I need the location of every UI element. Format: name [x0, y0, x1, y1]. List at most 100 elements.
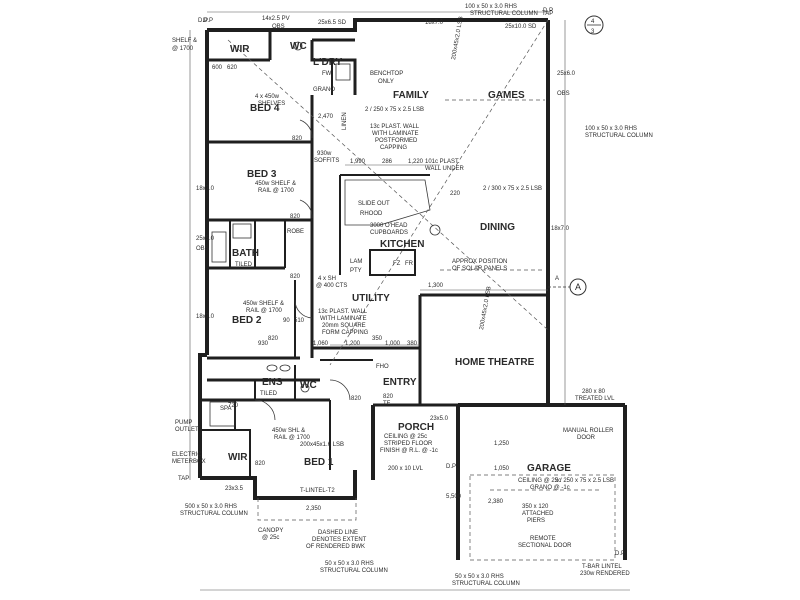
- fixtures: [209, 41, 441, 427]
- room-bed1: BED 1: [304, 457, 334, 468]
- note-sh: 4 x SH: [318, 276, 336, 282]
- note-meter: METERBOX: [172, 459, 206, 465]
- note-porch-ceiling: CEILING @ 25c: [384, 434, 427, 440]
- note-soffit: 930w: [317, 151, 332, 157]
- dim-820g: 820: [255, 461, 266, 467]
- room-wir-bed1: WIR: [228, 452, 248, 463]
- note-remote: REMOTE: [530, 536, 556, 542]
- room-bed4: BED 4: [250, 103, 280, 114]
- note-fz: FZ: [393, 261, 401, 267]
- dim-820f: 820: [383, 394, 394, 400]
- note-dim-23x3: 23x3.5: [225, 486, 244, 492]
- room-entry: ENTRY: [383, 377, 417, 388]
- dim-18x7-left-label: 18x7.0: [196, 186, 215, 192]
- room-utility: UTILITY: [352, 293, 390, 304]
- dim-2470: 2,470: [318, 114, 334, 120]
- note-garage-ceiling: CEILING @ 25c: [518, 478, 561, 484]
- dim-2350: 2,350: [306, 506, 322, 512]
- dim-90: 90: [283, 318, 290, 324]
- dim-620: 620: [227, 65, 238, 71]
- internal-walls: [200, 30, 548, 478]
- dim-350: 350: [372, 336, 383, 342]
- note-pump2: OUTLET: [175, 427, 199, 433]
- note-rhs-bottom-r: 50 x 50 x 3.0 RHS: [455, 574, 504, 580]
- note-top-sd1: 25x6.5 SD: [318, 20, 347, 26]
- annotations: 14x2.5 PV OBS 25x6.5 SD 100 x 50 x 3.0 R…: [172, 4, 653, 587]
- door-swing-bed4: [299, 119, 313, 139]
- note-lsb1: 2 / 250 x 75 x 2.5 LSB: [365, 107, 424, 113]
- bath-tub-fixture: [211, 231, 227, 263]
- note-plast-wall1: 13c PLAST. WALL: [370, 124, 420, 130]
- note-ohead: 3000 O'HEAD: [370, 223, 408, 229]
- room-bed3: BED 3: [247, 169, 277, 180]
- note-top-pv: 14x2.5 PV: [262, 16, 290, 22]
- note-canopy2: @ 25c: [262, 535, 279, 541]
- dim-286: 286: [382, 159, 393, 165]
- room-kitchen: KITCHEN: [380, 239, 424, 250]
- note-dashed2: DENOTES EXTENT: [312, 537, 367, 543]
- note-solar2: OF SOLAR PANELS: [452, 266, 507, 272]
- room-dining: DINING: [480, 222, 515, 233]
- dim-1220: 1,220: [408, 159, 424, 165]
- note-treated: 280 x 80: [582, 389, 606, 395]
- room-porch: PORCH: [398, 422, 434, 433]
- note-bed1-shelf2: RAIL @ 1700: [274, 435, 311, 441]
- dim-1250: 1,250: [494, 441, 510, 447]
- note-porch-floor: STRIPED FLOOR: [384, 441, 433, 447]
- dim-5500: 5,500: [446, 494, 462, 500]
- note-top-sd2: 25x10.0 SD: [505, 24, 537, 30]
- dimension-lines: [189, 11, 630, 591]
- section-a-label: A: [575, 282, 581, 292]
- note-plast-wall3: POSTFORMED: [375, 138, 418, 144]
- dim-820c: 820: [290, 274, 301, 280]
- note-rhs-right2: STRUCTURAL COLUMN: [585, 133, 653, 139]
- note-lintel: T-LINTEL-T2: [300, 488, 335, 494]
- dim-820e: 820: [351, 396, 362, 402]
- sheet-marker: [584, 15, 604, 35]
- note-garage-lsb: 2 / 250 x 75 x 2.5 LSB: [555, 478, 614, 484]
- note-linen: LINEN: [342, 112, 348, 130]
- dim-1060: 1,060: [313, 341, 329, 347]
- room-bed2: BED 2: [232, 315, 262, 326]
- note-porch-lvl: 200 x 10 LVL: [388, 466, 424, 472]
- room-games: GAMES: [488, 90, 525, 101]
- note-rhs-left2: STRUCTURAL COLUMN: [180, 511, 248, 517]
- toilet-fixture: [293, 41, 303, 51]
- room-wir-top: WIR: [230, 44, 250, 55]
- dp-bottom-label: D.P: [615, 551, 625, 557]
- dim-380: 380: [407, 341, 418, 347]
- dim-510: 510: [294, 318, 305, 324]
- note-treated2: TREATED LVL: [575, 396, 615, 402]
- room-ens: ENS: [262, 377, 283, 388]
- obs-left-label: OBS: [196, 246, 209, 252]
- note-pump: PUMP: [175, 420, 192, 426]
- note-bed3-shelf2: RAIL @ 1700: [258, 188, 295, 194]
- basin-fixture: [232, 223, 252, 239]
- note-robe: ROBE: [287, 229, 304, 235]
- note-util-wall1: 13c PLAST. WALL: [318, 309, 368, 315]
- note-top-struct: STRUCTURAL COLUMN: [470, 11, 538, 17]
- note-bed2-shelf2: RAIL @ 1700: [246, 308, 283, 314]
- note-lsb2: 2 / 300 x 75 x 2.5 LSB: [483, 186, 542, 192]
- note-garage-grano: GRANO @ -1c: [530, 485, 570, 491]
- note-dashed3: OF RENDERED BWK: [306, 544, 365, 550]
- dp-right-label: D.P: [543, 8, 553, 14]
- dim-1200: 1,200: [345, 341, 361, 347]
- note-tiled-bath: TILED: [235, 262, 253, 268]
- sheet-number-top: 4: [591, 19, 595, 25]
- dim-930: 930: [258, 341, 269, 347]
- note-util-wall2: WITH LAMINATE: [320, 316, 367, 322]
- door-swing-bed3: [299, 199, 313, 219]
- room-wc-top: WC: [290, 41, 307, 52]
- note-tap-left: TAP: [178, 476, 189, 482]
- dim-1000: 1,000: [385, 341, 401, 347]
- note-tiled-ens: TILED: [260, 391, 278, 397]
- note-cupboards: CUPBOARDS: [370, 230, 408, 236]
- section-a-label-small: A: [555, 276, 559, 282]
- note-dim-18x7: 18x7.0: [425, 20, 444, 26]
- note-hood: RHOOD: [360, 211, 383, 217]
- dim-600: 600: [212, 65, 223, 71]
- note-piers: 350 x 120: [522, 504, 549, 510]
- note-rhs-bottom: 50 x 50 x 3.0 RHS: [325, 561, 374, 567]
- note-grano: GRANO: [313, 87, 335, 93]
